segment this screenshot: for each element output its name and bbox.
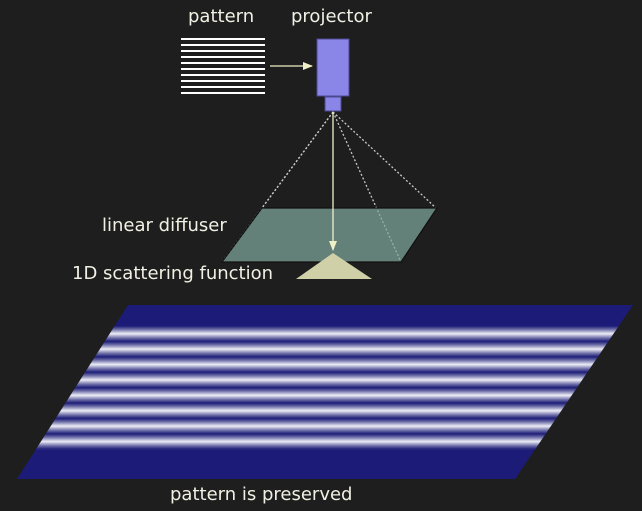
scattering-function-label: 1D scattering function [72, 263, 274, 284]
scattering-function-shape [296, 253, 372, 279]
linear-diffuser-plane [220, 207, 439, 263]
pattern-stripes [181, 38, 265, 94]
projector-device [316, 38, 350, 112]
projector-label: projector [291, 6, 372, 27]
caption-label: pattern is preserved [170, 484, 353, 505]
pattern-label: pattern [188, 6, 255, 27]
projection-screen [17, 305, 633, 479]
linear-diffuser-label: linear diffuser [102, 215, 227, 236]
